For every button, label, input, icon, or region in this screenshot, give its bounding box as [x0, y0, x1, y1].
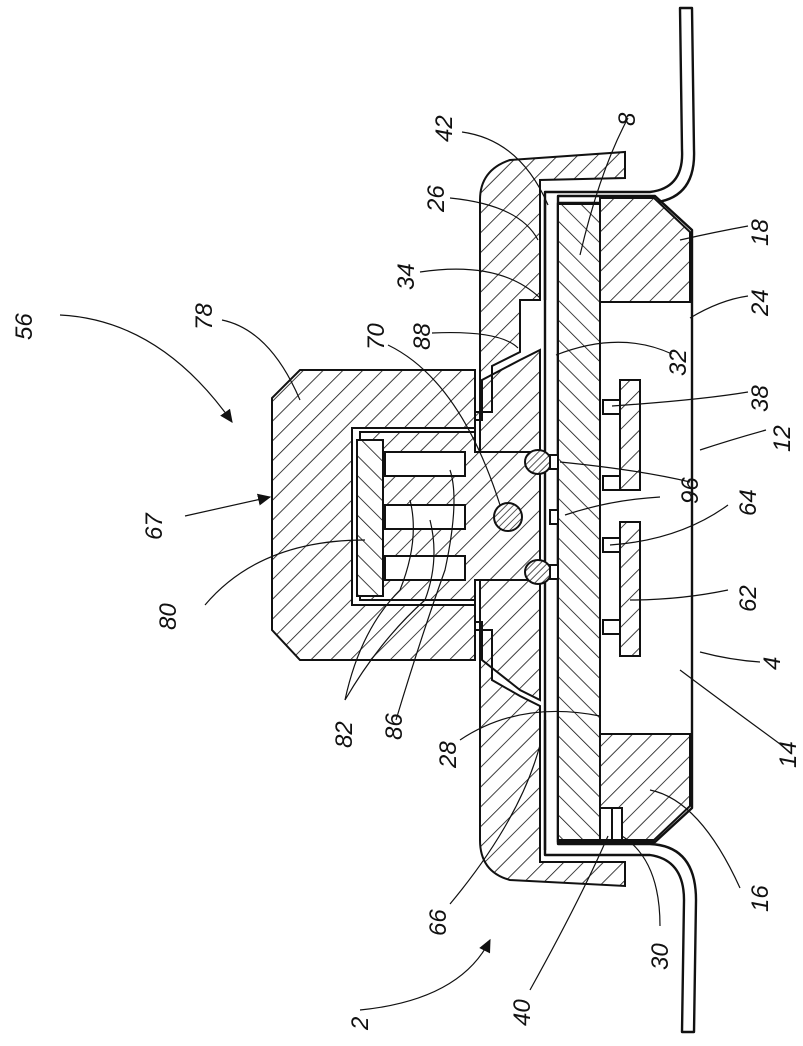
label-26: 26	[423, 185, 450, 213]
label-67: 67	[141, 512, 168, 540]
label-32: 32	[665, 349, 692, 376]
label-24: 24	[747, 289, 774, 317]
label-4: 4	[759, 657, 786, 670]
label-42: 42	[431, 115, 458, 142]
label-66-visible: 66	[425, 909, 452, 936]
label-18: 18	[747, 219, 774, 246]
label-28: 28	[435, 741, 462, 769]
label-96: 96	[677, 477, 704, 504]
label-14: 14	[775, 741, 802, 768]
label-56: 56	[11, 313, 38, 340]
label-64: 64	[735, 489, 762, 516]
label-86: 86	[381, 713, 408, 740]
label-80: 80	[155, 603, 182, 630]
label-78: 78	[191, 303, 218, 330]
components-38-62	[603, 380, 640, 656]
label-62: 62	[735, 585, 762, 612]
gasket-40	[600, 808, 622, 840]
label-38: 38	[747, 385, 774, 412]
label-16: 16	[747, 885, 774, 912]
label-2: 2	[347, 1017, 374, 1031]
label-12: 12	[769, 425, 796, 452]
label-40: 40	[509, 999, 536, 1026]
insert-80	[357, 440, 383, 596]
label-30: 30	[647, 943, 674, 970]
board-8	[558, 204, 600, 840]
label-82: 82	[331, 721, 358, 748]
label-34: 34	[393, 263, 420, 290]
label-8: 8	[614, 112, 641, 126]
label-70: 70	[363, 323, 390, 350]
label-88: 88	[409, 323, 436, 350]
